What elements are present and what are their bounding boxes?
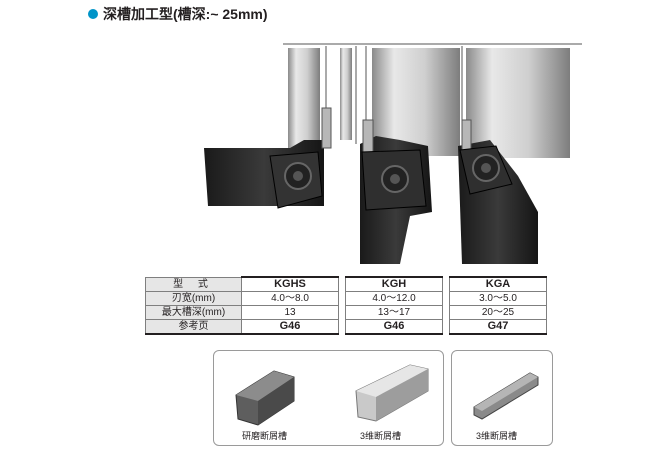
header-label: 型 式 [145, 276, 242, 292]
spec-table: 型 式 KGHS KGH KGA 刃宽(mm) 4.0～8.0 4.0～12.0… [145, 276, 547, 335]
bullet-dot-icon [88, 9, 98, 19]
insert-images [473, 372, 539, 420]
caption-3d-kga: 3维断屑槽 [476, 431, 518, 441]
workpiece-disc [340, 48, 352, 140]
table-cell: G46 [241, 319, 339, 335]
table-cell: G46 [345, 319, 443, 335]
kga-insert-icon [473, 372, 539, 420]
row-label: 参考页 [145, 319, 242, 335]
table-cell: G47 [449, 319, 547, 335]
section-heading: 深槽加工型(槽深:~ 25mm) [88, 4, 268, 24]
row-label: 刃宽(mm) [145, 291, 242, 306]
table-cell: 13～17 [345, 305, 443, 320]
section-title: 深槽加工型(槽深:~ 25mm) [103, 6, 268, 22]
screw-socket [481, 163, 491, 173]
table-row: 最大槽深(mm) 13 13～17 20～25 [145, 305, 547, 320]
table-header-row: 型 式 KGHS KGH KGA [145, 276, 547, 292]
screw-socket [390, 174, 400, 184]
row-label: 最大槽深(mm) [145, 305, 242, 320]
table-cell: 20～25 [449, 305, 547, 320]
insert-blade [321, 107, 332, 149]
3d-insert-icon [355, 364, 429, 422]
caption-3d: 3维断屑槽 [360, 431, 402, 441]
column-kga: KGA [449, 276, 547, 292]
tool-holder-illustration [204, 43, 582, 264]
table-cell: 13 [241, 305, 339, 320]
insert-blade [362, 119, 374, 153]
table-row: 参考页 G46 G46 G47 [145, 319, 547, 335]
table-cell: 3.0～5.0 [449, 291, 547, 306]
column-kghs: KGHS [241, 276, 339, 292]
workpiece-disc [466, 48, 570, 158]
insert-panel-kghs-kgh: 研磨断屑槽 3维断屑槽 [213, 350, 444, 446]
caption-ground: 研磨断屑槽 [242, 431, 288, 441]
column-kgh: KGH [345, 276, 443, 292]
table-cell: 4.0～8.0 [241, 291, 339, 306]
screw-socket [293, 171, 303, 181]
insert-panel-kga: 3维断屑槽 [451, 350, 553, 446]
insert-images [235, 364, 429, 426]
table-cell: 4.0～12.0 [345, 291, 443, 306]
ground-insert-icon [235, 370, 295, 426]
table-row: 刃宽(mm) 4.0～8.0 4.0～12.0 3.0～5.0 [145, 291, 547, 306]
